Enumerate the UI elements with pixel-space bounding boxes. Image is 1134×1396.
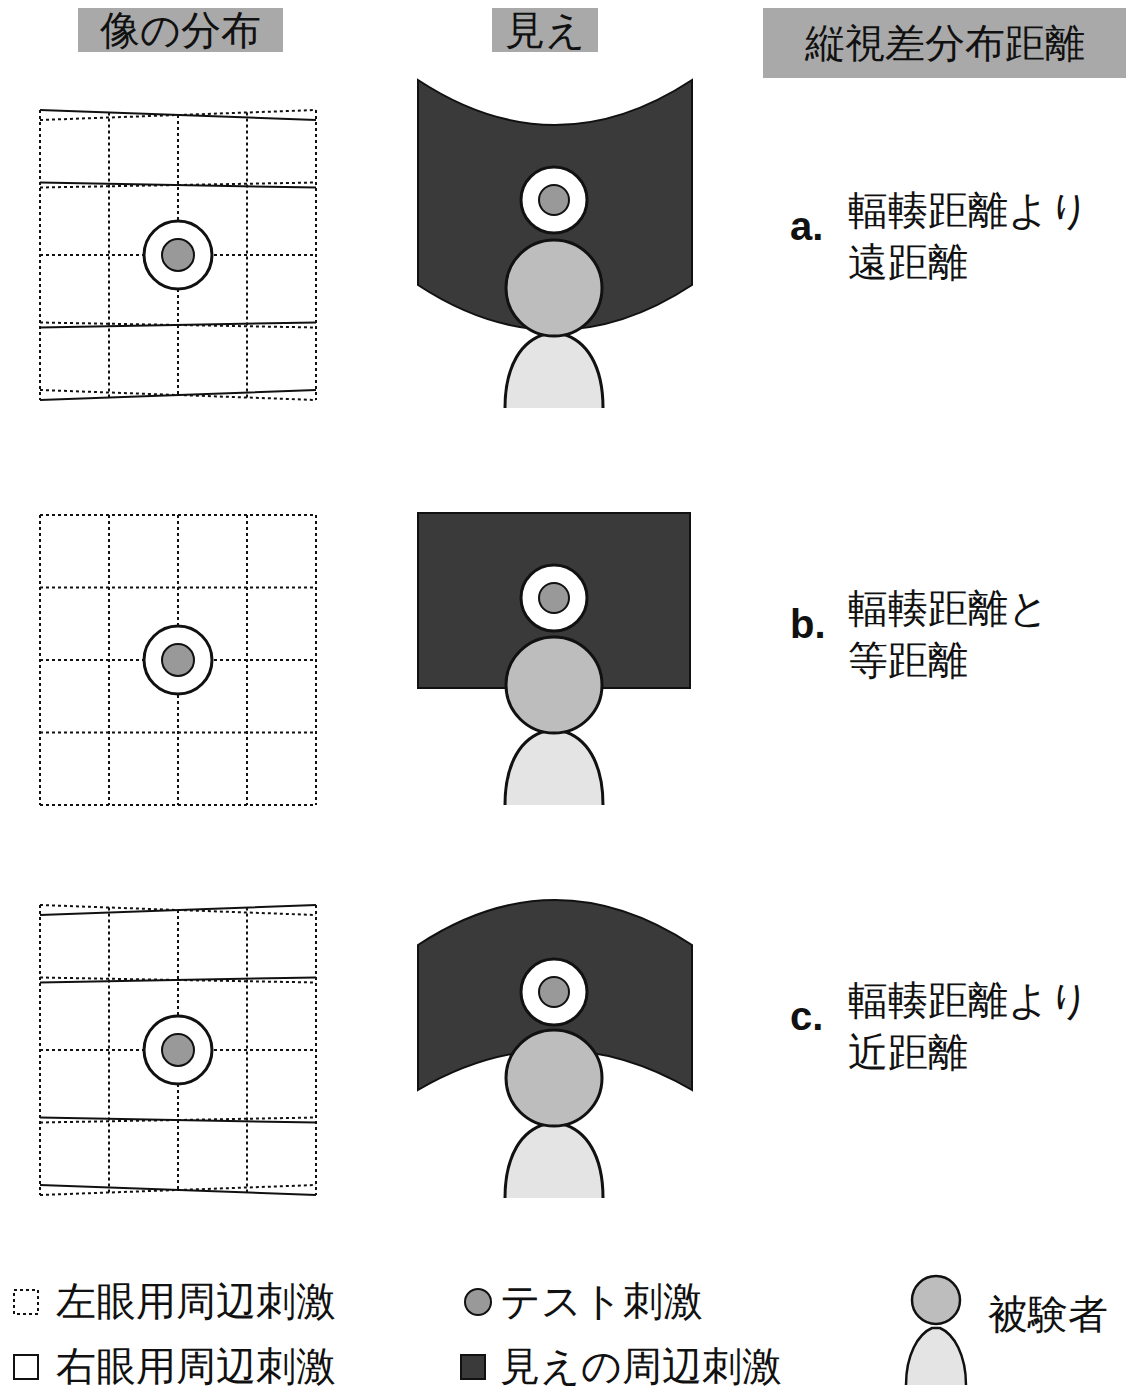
test-ring <box>144 221 212 289</box>
test-ring <box>144 1016 212 1084</box>
right-eye-sample <box>14 1355 38 1379</box>
row-distance: 輻輳距離より 近距離 <box>848 974 1118 1078</box>
test-ring <box>521 167 587 233</box>
image-grid-far <box>40 110 316 400</box>
row-distance: 輻輳距離より 遠距離 <box>848 184 1118 288</box>
legend-text: テスト刺激 <box>500 1277 703 1325</box>
test-stimulus <box>162 644 194 676</box>
right-eye-lines <box>40 905 316 1195</box>
subject <box>505 637 603 805</box>
appearance-far <box>418 80 692 408</box>
subject <box>505 240 603 408</box>
image-grid-equal <box>40 515 316 805</box>
subject <box>505 1030 603 1198</box>
subject-sample <box>906 1276 966 1385</box>
header-text: 縦視差分布距離 <box>805 21 1085 65</box>
left-eye-lines <box>40 905 316 1195</box>
header-text: 像の分布 <box>100 8 261 52</box>
test-stimulus <box>539 583 569 613</box>
row-letter: c. <box>790 990 823 1042</box>
test-ring <box>144 626 212 694</box>
image-grid-near <box>40 905 316 1195</box>
appearance-equal <box>418 513 690 805</box>
legend-text: 右眼用周辺刺激 <box>56 1342 336 1390</box>
left-eye-lines <box>40 515 316 805</box>
test-sample <box>465 1289 491 1315</box>
row-letter: a. <box>790 200 823 252</box>
legend-swatch <box>460 1354 486 1380</box>
test-ring <box>521 565 587 631</box>
legend-text: 左眼用周辺刺激 <box>56 1277 336 1325</box>
test-stimulus <box>539 185 569 215</box>
header-band: 見え <box>492 8 598 52</box>
row-distance: 輻輳距離と 等距離 <box>848 582 1118 686</box>
test-stimulus <box>539 977 569 1007</box>
row-letter: b. <box>790 598 826 650</box>
left-eye-lines <box>40 110 316 400</box>
left-eye-sample <box>14 1290 38 1314</box>
right-eye-lines <box>40 110 316 400</box>
header-text: 見え <box>505 8 586 52</box>
legend-text: 見えの周辺刺激 <box>500 1342 782 1390</box>
legend-text: 被験者 <box>988 1290 1108 1338</box>
test-stimulus <box>162 1034 194 1066</box>
test-ring <box>521 959 587 1025</box>
test-stimulus <box>162 239 194 271</box>
appearance-near <box>418 900 692 1198</box>
header-band: 縦視差分布距離 <box>763 8 1126 78</box>
header-band: 像の分布 <box>78 8 283 52</box>
